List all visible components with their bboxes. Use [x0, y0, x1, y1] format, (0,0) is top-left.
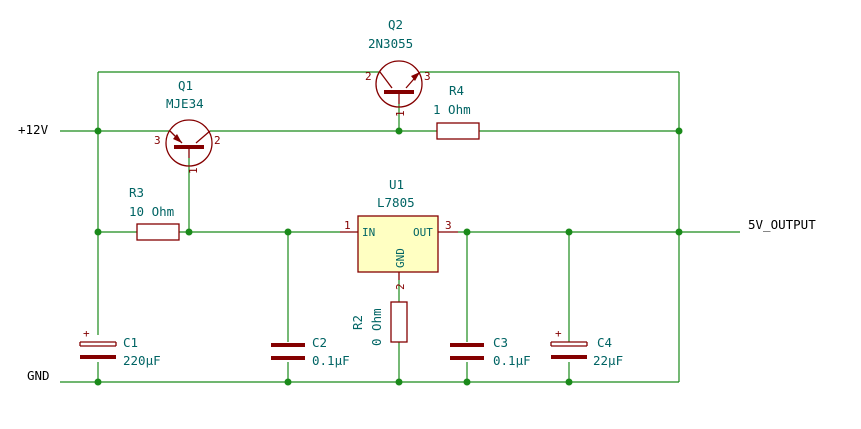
- junction-dot: [565, 228, 573, 236]
- junction-dot: [565, 378, 573, 386]
- u1-pin-2: 2: [394, 283, 407, 290]
- junction-dot: [395, 378, 403, 386]
- resistor-r3: R3 10 Ohm: [129, 185, 180, 241]
- r2-reference: R2: [350, 315, 365, 330]
- c1-reference: C1: [123, 335, 138, 350]
- r4-value: 1 Ohm: [433, 102, 471, 117]
- capacitor-c1: + C1 220µF: [79, 327, 161, 368]
- junction-dot: [94, 378, 102, 386]
- q2-value: 2N3055: [368, 36, 413, 51]
- transistor-q2: Q2 2N3055 2 3 1: [365, 17, 431, 117]
- q1-reference: Q1: [178, 78, 193, 93]
- u1-reference: U1: [389, 177, 404, 192]
- junction-dot: [94, 127, 102, 135]
- net-label-gnd: GND: [27, 368, 50, 383]
- r2-value: 0 Ohm: [369, 308, 384, 346]
- junction-dot: [675, 228, 683, 236]
- c2-value: 0.1µF: [312, 353, 350, 368]
- q1-pin-2: 2: [214, 134, 221, 147]
- junction-dot: [675, 127, 683, 135]
- q1-value: MJE34: [166, 96, 204, 111]
- c2-reference: C2: [312, 335, 327, 350]
- wires: [60, 71, 740, 383]
- junctions: [94, 127, 683, 386]
- u1-value: L7805: [377, 195, 415, 210]
- resistor-r4: R4 1 Ohm: [433, 83, 480, 140]
- c1-value: 220µF: [123, 353, 161, 368]
- c4-polarity-mark: +: [555, 327, 562, 340]
- net-label-vout: 5V_OUTPUT: [748, 217, 816, 232]
- q2-pin-3: 3: [424, 70, 431, 83]
- junction-dot: [185, 228, 193, 236]
- q2-pin-2: 2: [365, 70, 372, 83]
- capacitor-c4: + C4 22µF: [550, 327, 623, 368]
- r4-reference: R4: [449, 83, 464, 98]
- q1-pin-1: 1: [187, 167, 200, 174]
- regulator-u1: U1 L7805 IN OUT GND 1 3 2: [340, 177, 458, 290]
- junction-dot: [284, 378, 292, 386]
- u1-pin-1: 1: [344, 219, 351, 232]
- u1-pin-name-out: OUT: [413, 226, 433, 239]
- r3-reference: R3: [129, 185, 144, 200]
- q2-reference: Q2: [388, 17, 403, 32]
- u1-pin-3: 3: [445, 219, 452, 232]
- junction-dot: [94, 228, 102, 236]
- c3-value: 0.1µF: [493, 353, 531, 368]
- junction-dot: [463, 378, 471, 386]
- resistor-r2: R2 0 Ohm: [350, 301, 408, 346]
- c3-reference: C3: [493, 335, 508, 350]
- q1-pin-3: 3: [154, 134, 161, 147]
- u1-pin-name-in: IN: [362, 226, 375, 239]
- c1-polarity-mark: +: [83, 327, 90, 340]
- capacitor-c3: C3 0.1µF: [450, 335, 531, 368]
- junction-dot: [284, 228, 292, 236]
- junction-dot: [463, 228, 471, 236]
- c4-value: 22µF: [593, 353, 623, 368]
- q2-pin-1: 1: [394, 110, 407, 117]
- c4-reference: C4: [597, 335, 612, 350]
- capacitor-c2: C2 0.1µF: [271, 335, 350, 368]
- u1-pin-name-gnd: GND: [394, 248, 407, 268]
- junction-dot: [395, 127, 403, 135]
- net-label-vin: +12V: [18, 122, 49, 137]
- r3-value: 10 Ohm: [129, 204, 174, 219]
- transistor-q1: Q1 MJE34 3 2 1: [154, 78, 221, 174]
